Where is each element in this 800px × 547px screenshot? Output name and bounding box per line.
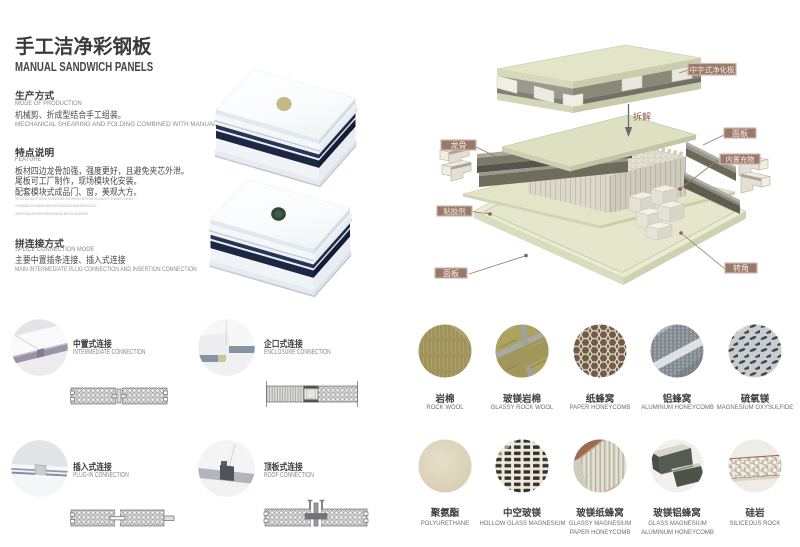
svg-text:转角: 转角 <box>733 263 749 273</box>
svg-text:面板: 面板 <box>443 268 459 278</box>
svg-text:粘胶剂: 粘胶剂 <box>443 206 466 216</box>
svg-text:拆解: 拆解 <box>633 111 651 122</box>
svg-text:中字式净化板: 中字式净化板 <box>690 64 735 74</box>
svg-text:面板: 面板 <box>732 128 748 138</box>
svg-text:龙骨: 龙骨 <box>451 140 467 150</box>
svg-text:内置充物: 内置充物 <box>726 155 755 164</box>
